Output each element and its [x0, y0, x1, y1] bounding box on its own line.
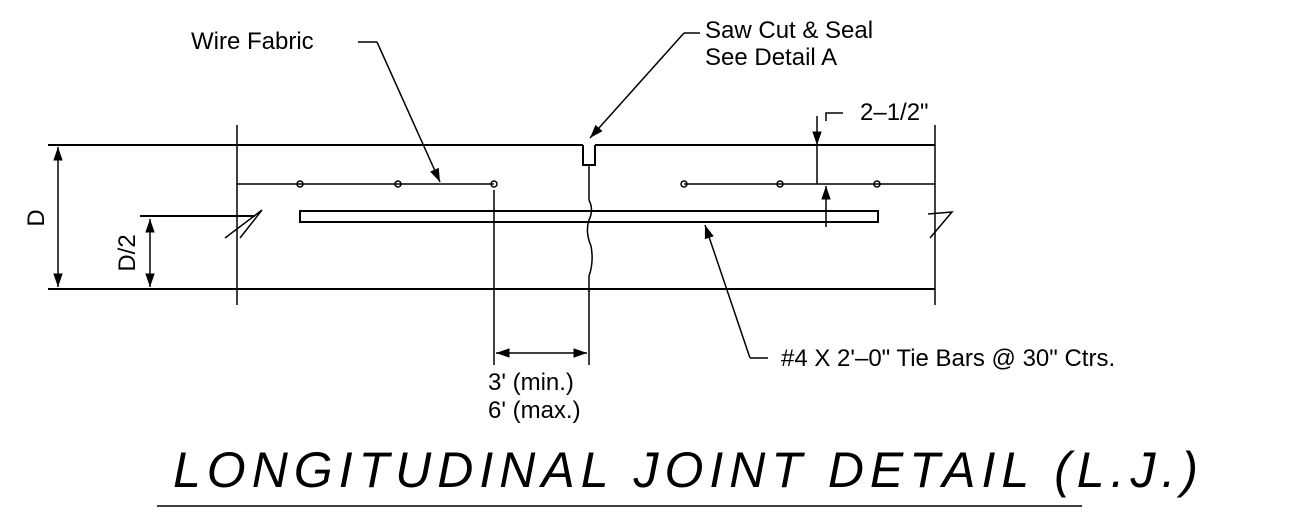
saw-cut-label-line2: See Detail A: [705, 44, 837, 71]
wire-fabric-dots: [296, 180, 881, 188]
slab-top-edge: [48, 144, 935, 166]
depth-label: D: [23, 209, 50, 226]
wire-fabric-label: Wire Fabric: [191, 28, 314, 55]
spacing-max-label: 6' (max.): [488, 397, 581, 424]
tie-bars-label: #4 X 2'–0" Tie Bars @ 30" Ctrs.: [781, 345, 1115, 372]
saw-cut-leader: [589, 32, 700, 139]
break-symbol-right: [927, 211, 954, 239]
saw-cut-label-line1: Saw Cut & Seal: [705, 17, 873, 44]
half-depth-label: D/2: [114, 234, 141, 271]
cover-label: 2–1/2": [860, 99, 929, 126]
spacing-min-label: 3' (min.): [488, 369, 574, 396]
joint-crack-line: [586, 165, 593, 292]
cover-dimension: [812, 112, 843, 227]
tie-bars-leader: [704, 224, 768, 359]
drawing-title: LONGITUDINAL JOINT DETAIL (L.J.): [173, 442, 1204, 498]
wire-fabric-leader: [358, 41, 441, 183]
break-symbol-left: [224, 209, 263, 239]
